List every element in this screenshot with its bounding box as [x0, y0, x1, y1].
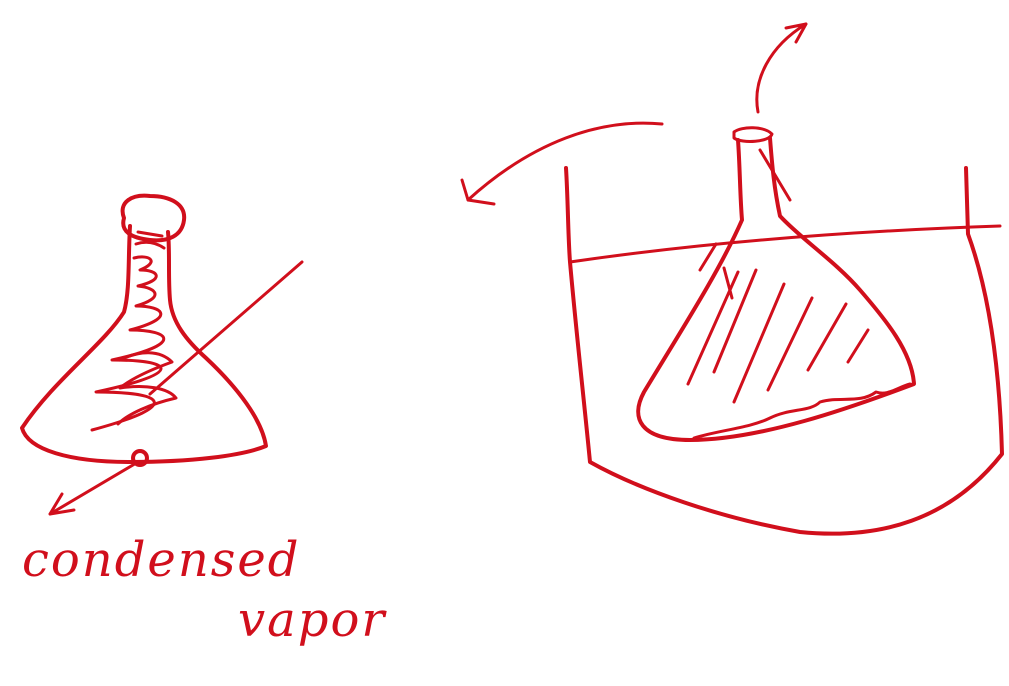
right-setup [462, 24, 1002, 534]
left-flask [22, 196, 302, 514]
label-vapor: vapor [238, 596, 386, 644]
label-condensed: condensed [22, 536, 301, 584]
right-left-arrow [462, 123, 662, 204]
left-pointer-line [150, 262, 302, 394]
beaker-water-line [570, 226, 1000, 262]
left-flask-outline [22, 226, 266, 462]
right-up-arrow [757, 24, 806, 112]
right-flask-liquid [694, 384, 910, 438]
left-arrow-to-label [50, 462, 138, 514]
